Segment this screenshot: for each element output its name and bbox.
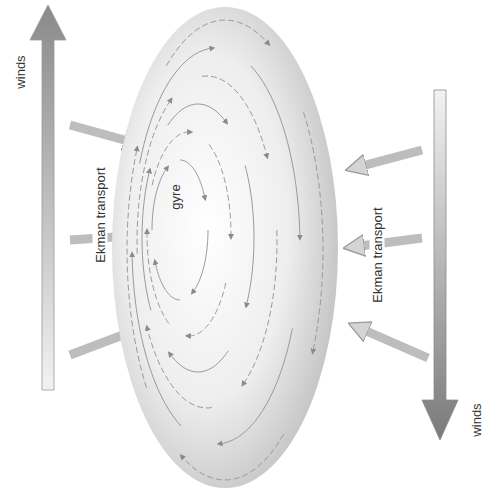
gyre-outline [112,7,338,488]
gyre-ellipse [110,5,340,490]
wind-arrow [422,90,458,440]
gyre-region: gyre [110,5,340,490]
arrow-label: Ekman transport [93,165,108,264]
gyre-label: gyre [168,184,183,209]
arrow-label: Ekman transport [370,205,385,304]
arrow-label: winds [469,401,484,438]
arrow-label: winds [13,53,28,90]
circulation-arrows [127,20,323,480]
wind-arrow [30,5,66,390]
